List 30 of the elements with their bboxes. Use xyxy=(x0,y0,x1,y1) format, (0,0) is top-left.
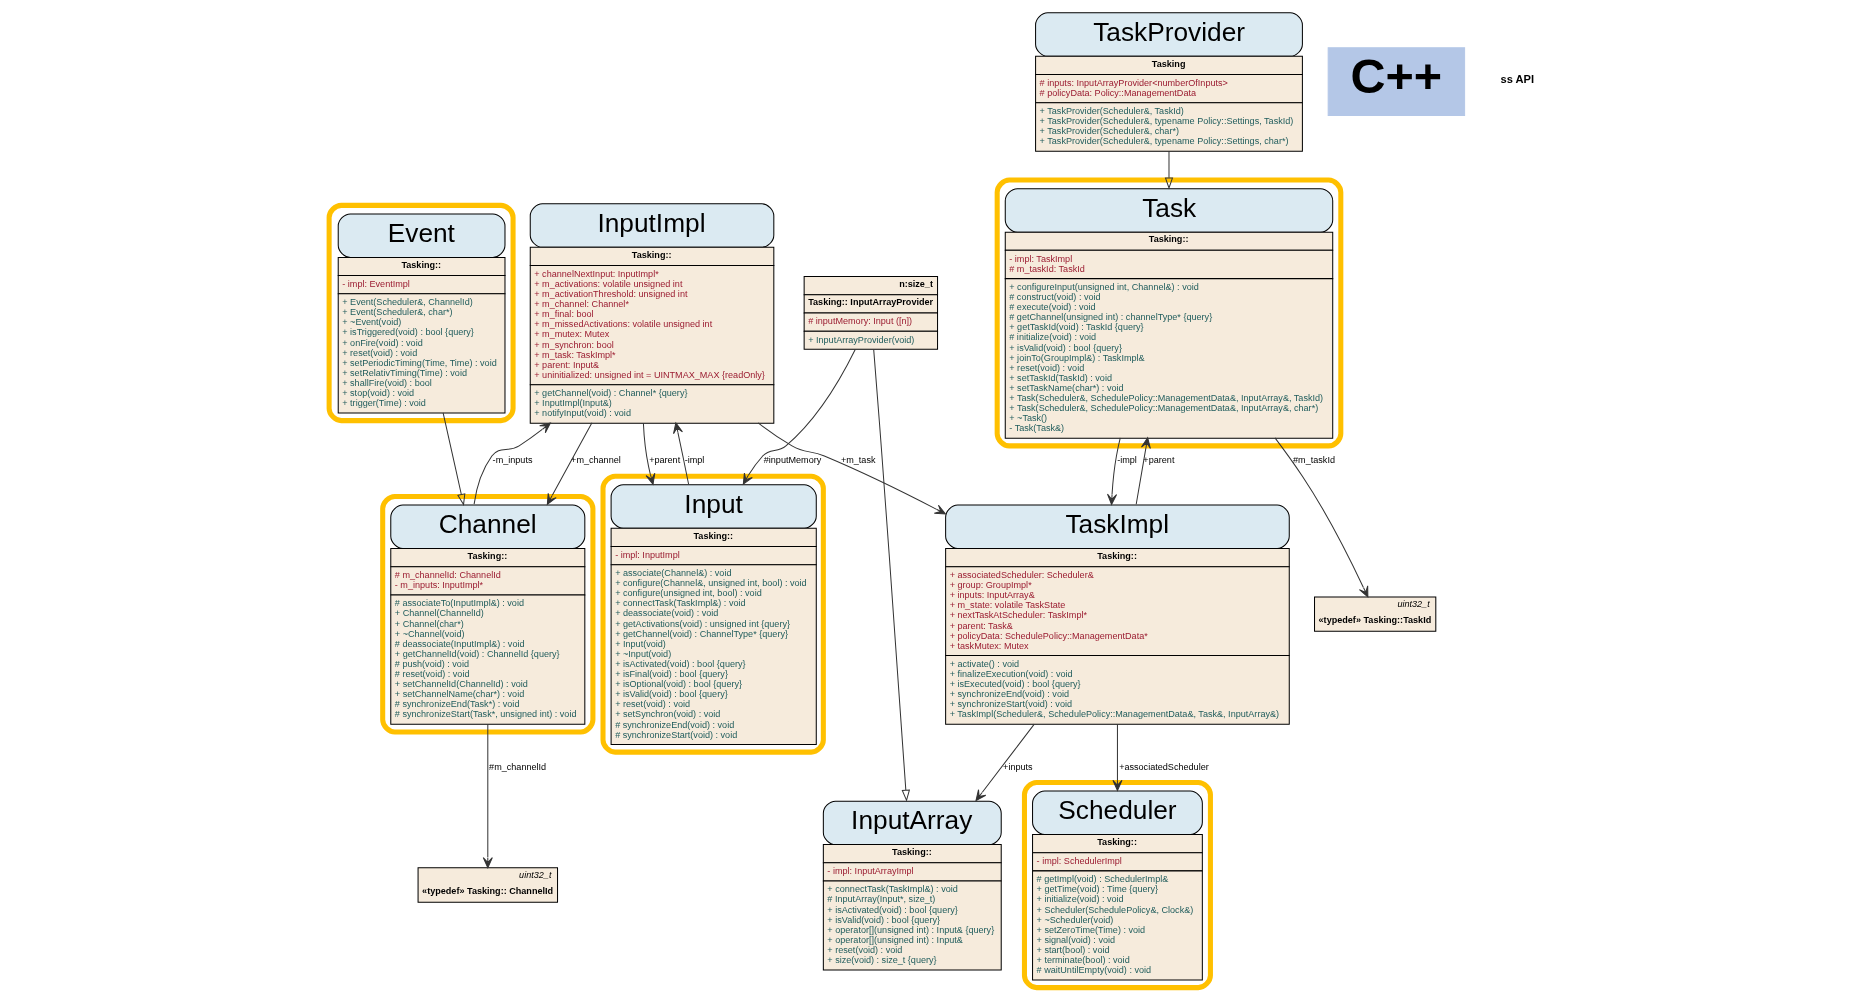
arrow xyxy=(1135,437,1151,505)
arrow xyxy=(1106,437,1121,505)
edge-label: -m_inputs xyxy=(492,455,532,466)
arrow xyxy=(672,422,689,485)
arrow xyxy=(642,422,655,485)
edge-label: +parent xyxy=(1142,455,1174,466)
label: ss API xyxy=(1499,73,1534,86)
edge-label: +m_channel xyxy=(570,455,621,466)
arrow xyxy=(742,349,856,485)
edge-label: +parent xyxy=(648,455,680,466)
edge-label: +inputs xyxy=(1002,761,1033,772)
arrow xyxy=(1111,723,1122,791)
cluster xyxy=(326,202,516,424)
arrow xyxy=(872,349,910,802)
edge-label: +associatedScheduler xyxy=(1118,761,1209,772)
arrow xyxy=(546,422,592,505)
arrow xyxy=(482,723,493,869)
edge-label: #m_channelId xyxy=(488,761,546,772)
arrow xyxy=(757,422,946,515)
edge-label: -impl xyxy=(684,455,704,466)
node-box: C++ xyxy=(1327,47,1465,116)
edge-label: #inputMemory xyxy=(763,455,821,466)
arrow xyxy=(1164,150,1173,190)
edge-label: +m_task xyxy=(840,455,875,466)
edge-label: #m_taskId xyxy=(1292,455,1335,466)
edge-label: -impl xyxy=(1116,455,1137,466)
arrow xyxy=(1274,437,1368,598)
arrow xyxy=(442,412,465,506)
arrow xyxy=(473,422,551,505)
arrow xyxy=(975,723,1035,801)
